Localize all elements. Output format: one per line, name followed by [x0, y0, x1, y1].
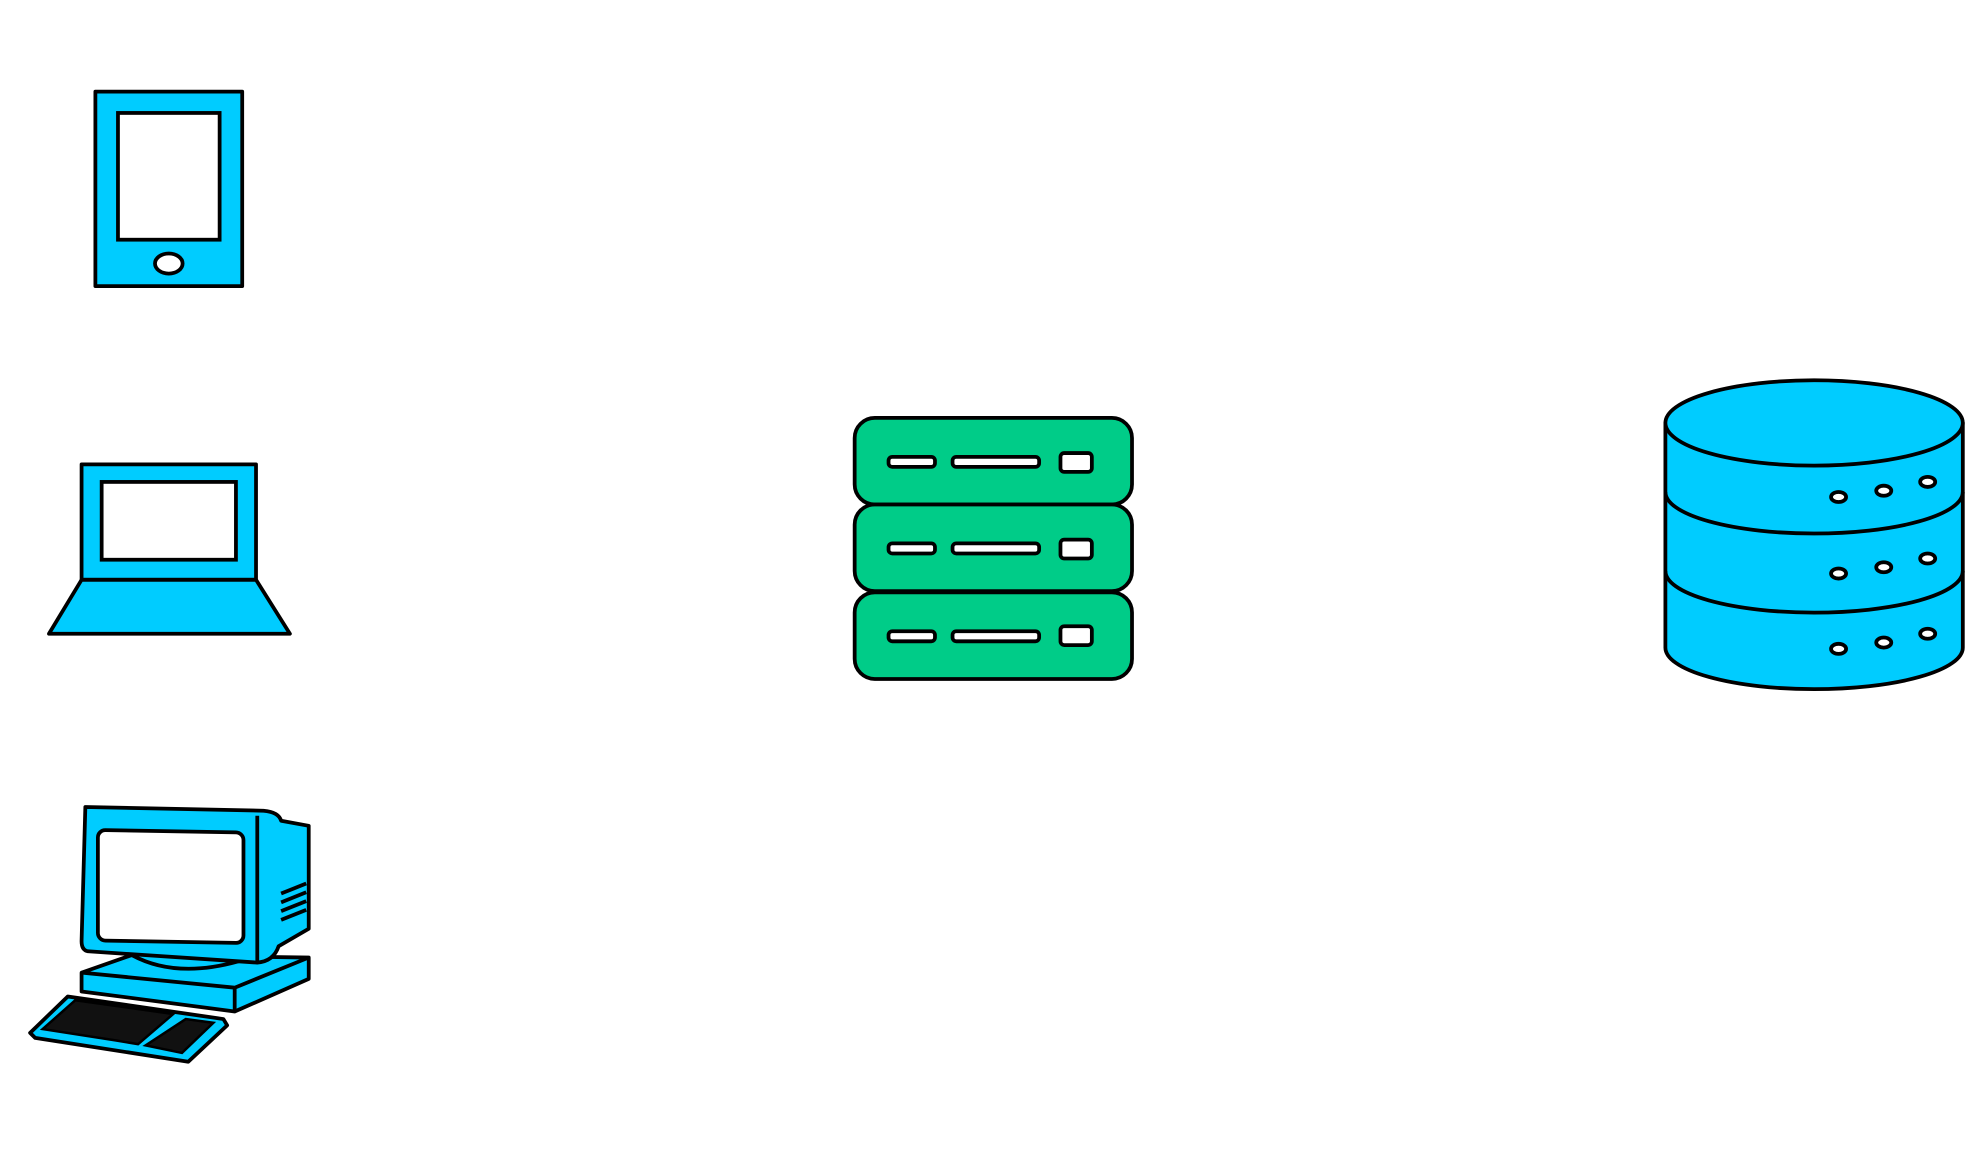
server-unit: [852, 590, 1134, 681]
server-unit: [852, 416, 1134, 507]
laptop-icon: [47, 462, 292, 636]
tablet-icon: [93, 89, 245, 289]
desktop-computer-icon: [28, 805, 311, 1064]
server-unit: [852, 502, 1134, 593]
server-rack-icon: [852, 416, 1134, 681]
database-icon: [1663, 378, 1965, 692]
